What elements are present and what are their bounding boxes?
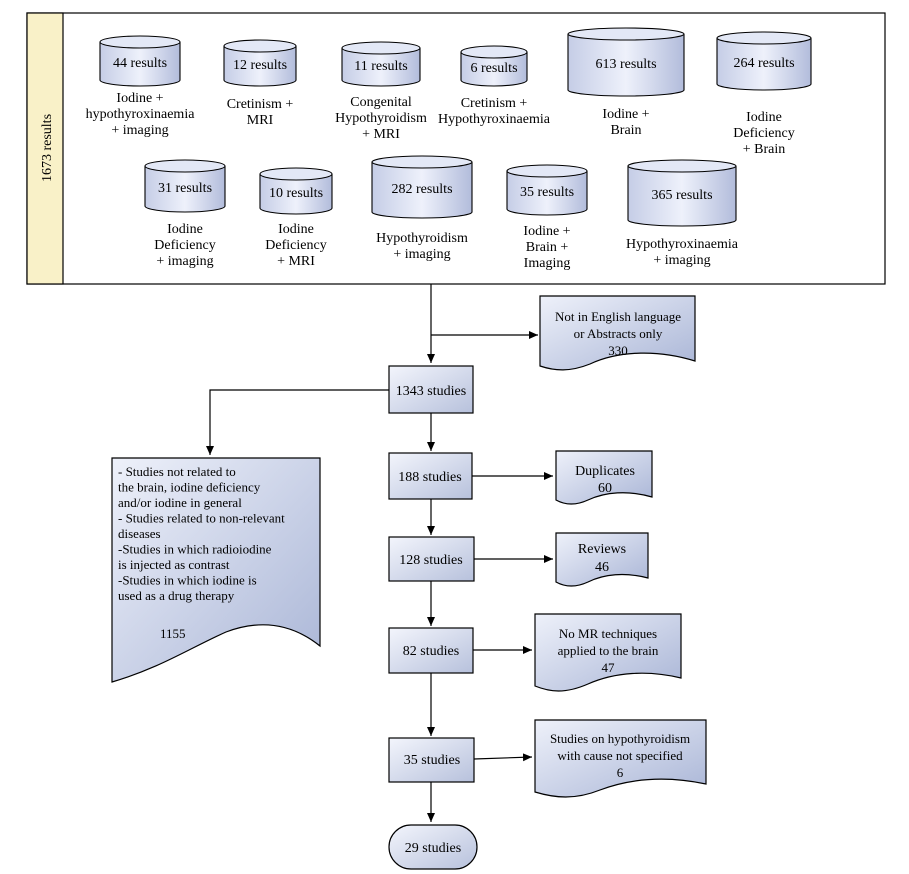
left-exclusion-count: 1155 (160, 626, 186, 641)
exclusion-document: Duplicates 60 (555, 450, 653, 505)
step-label: 128 studies (399, 553, 462, 568)
database-query-label: + MRI (362, 127, 400, 142)
step-box: 128 studies (388, 536, 475, 582)
database-query-label: hypothyroxinaemia (86, 107, 196, 122)
left-exclusion-text: the brain, iodine deficiency (118, 480, 261, 495)
database-count: 12 results (233, 58, 287, 73)
exclusion-count: 330 (608, 343, 628, 358)
database-query-label: + Brain (743, 142, 786, 157)
database-query-label: Hypothyroidism (335, 111, 427, 126)
exclusion-document: No MR techniques applied to the brain 47 (534, 613, 682, 692)
step-label: 29 studies (405, 841, 461, 856)
left-exclusion-text: and/or iodine in general (118, 495, 242, 510)
database-query-label: Cretinism + (461, 96, 528, 111)
exclusion-count: 46 (595, 560, 609, 575)
step-label: 188 studies (398, 470, 461, 485)
exclusion-text: with cause not specified (557, 748, 683, 763)
step-label: 1343 studies (396, 384, 466, 399)
step-box: 35 studies (388, 737, 475, 783)
exclusion-document: Studies on hypothyroidism with cause not… (534, 719, 707, 798)
database-query-label: Hypothyroxinaemia (438, 112, 551, 127)
database-count: 613 results (595, 57, 656, 72)
database-count: 6 results (470, 61, 517, 76)
step-label: 35 studies (404, 753, 460, 768)
database-query-label: + imaging (653, 253, 710, 268)
exclusion-text: No MR techniques (559, 626, 657, 641)
exclusion-text: Not in English language (555, 309, 681, 324)
exclusion-text: Duplicates (575, 464, 635, 479)
database-query-label: Iodine (746, 110, 782, 125)
exclusion-text: applied to the brain (558, 643, 659, 658)
database-count: 10 results (269, 186, 323, 201)
connector-lines (206, 284, 553, 822)
final-step-terminator: 29 studies (388, 824, 478, 870)
database-query-label: Iodine + (602, 107, 649, 122)
database-query-label: Deficiency (265, 238, 326, 253)
step-box: 188 studies (388, 452, 473, 500)
database-query-label: Hypothyroidism (376, 231, 468, 246)
total-results-band (26, 12, 64, 285)
database-count: 31 results (158, 181, 212, 196)
exclusion-document: Reviews 46 (555, 532, 649, 587)
database-query-label: + MRI (277, 254, 315, 269)
database-query-label: Iodine + (116, 91, 163, 106)
exclusion-text: Reviews (578, 542, 626, 557)
left-exclusion-text: - Studies not related to (118, 464, 236, 479)
database-count: 11 results (354, 59, 408, 74)
left-exclusion-text: -Studies in which iodine is (118, 573, 257, 588)
database-query-label: Iodine (167, 222, 203, 237)
exclusion-text: Studies on hypothyroidism (550, 731, 690, 746)
left-exclusion-text: diseases (118, 526, 161, 541)
database-query-label: Deficiency (154, 238, 215, 253)
step-label: 82 studies (403, 644, 459, 659)
database-query-label: Deficiency (733, 126, 794, 141)
exclusion-count: 60 (598, 481, 612, 496)
database-query-label: MRI (247, 113, 274, 128)
database-count: 365 results (651, 188, 712, 203)
database-count: 264 results (733, 56, 794, 71)
database-query-label: Hypothyroxinaemia (626, 237, 739, 252)
step-box: 1343 studies (388, 365, 474, 414)
database-count: 282 results (391, 182, 452, 197)
total-results-label: 1673 results (40, 114, 55, 182)
database-query-label: Brain + (526, 240, 569, 255)
exclusion-document: Not in English language or Abstracts onl… (539, 295, 696, 371)
exclusion-count: 6 (617, 765, 624, 780)
left-exclusion-text: -Studies in which radioiodine (118, 542, 272, 557)
left-exclusion-text: used as a drug therapy (118, 588, 235, 603)
left-exclusion-text: is injected as contrast (118, 557, 230, 572)
database-query-label: Iodine + (523, 224, 570, 239)
database-count: 35 results (520, 185, 574, 200)
database-query-label: + imaging (156, 254, 213, 269)
step-box: 82 studies (388, 627, 474, 674)
database-query-label: Congenital (350, 95, 412, 110)
database-query-label: Brain (610, 123, 641, 138)
database-query-label: + imaging (393, 247, 450, 262)
left-exclusion-text: - Studies related to non-relevant (118, 511, 285, 526)
database-query-label: Cretinism + (227, 97, 294, 112)
database-count: 44 results (113, 56, 167, 71)
exclusion-text: or Abstracts only (574, 326, 663, 341)
exclusion-count: 47 (602, 660, 616, 675)
database-query-label: + imaging (111, 123, 168, 138)
database-query-label: Iodine (278, 222, 314, 237)
database-query-label: Imaging (524, 256, 571, 271)
